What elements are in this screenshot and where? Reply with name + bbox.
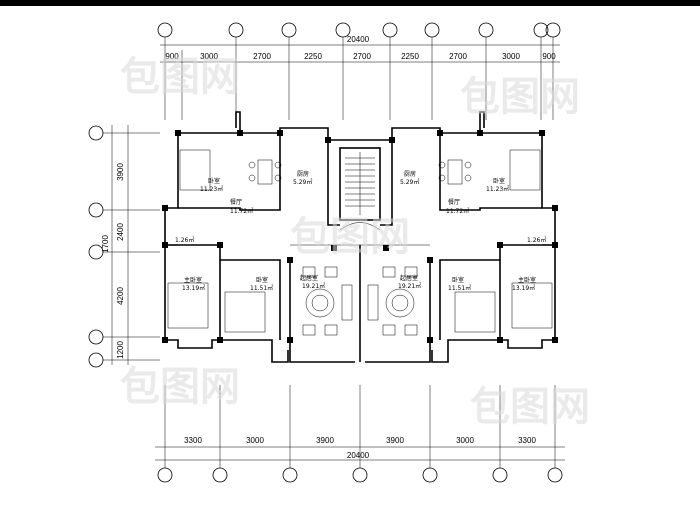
bottom-dim-3: 3900: [316, 436, 334, 445]
left-dim-1: 3900: [116, 163, 125, 181]
top-dim-8: 3000: [502, 52, 520, 61]
top-dim-1: 900: [165, 52, 179, 61]
kitchen-right-name: 厨房: [404, 170, 416, 178]
staircase: [339, 152, 381, 231]
structural-columns: [162, 130, 558, 343]
top-dim-4: 2250: [304, 52, 322, 61]
left-dimension-labels: 3900 2400 1700 4200 1200: [101, 163, 125, 359]
left-dimension-lines: [103, 125, 160, 365]
dining-left-area: 11.72㎡: [230, 207, 253, 215]
bottom-total-dimension: 20400: [347, 451, 370, 460]
master-left-area: 13.19㎡: [182, 284, 205, 292]
bottom-dim-5: 3000: [456, 436, 474, 445]
bedroom-mid-left-name: 卧室: [256, 276, 268, 284]
watermark-text: 包图网: [120, 364, 240, 410]
top-dim-9: 900: [542, 52, 556, 61]
kitchen-left-name: 厨房: [297, 170, 309, 178]
top-dim-7: 2700: [449, 52, 467, 61]
bottom-dim-2: 3000: [246, 436, 264, 445]
watermark-text: 包图网: [470, 384, 590, 430]
top-total-dimension: 20400: [347, 35, 370, 44]
top-dim-2: 3000: [200, 52, 218, 61]
top-dim-5: 2700: [353, 52, 371, 61]
left-dim-3: 1700: [101, 235, 110, 253]
bedroom-top-right-name: 卧室: [493, 177, 505, 185]
left-dim-4: 4200: [116, 287, 125, 305]
watermark-text: 包图网: [120, 54, 240, 100]
bottom-dim-1: 3300: [184, 436, 202, 445]
bedroom-mid-right-area: 11.51㎡: [448, 284, 471, 292]
kitchen-left-area: 5.29㎡: [293, 178, 312, 186]
bottom-dimension-lines: [155, 385, 565, 468]
furniture-beds: [167, 149, 553, 333]
dining-right-name: 餐厅: [448, 198, 460, 206]
bedroom-top-right-area: 11.23㎡: [486, 185, 509, 193]
watermark-group: 包图网 包图网 包图网 包图网 包图网: [120, 54, 590, 430]
kitchen-right-area: 5.29㎡: [400, 178, 419, 186]
living-left-area: 19.21㎡: [302, 282, 325, 290]
living-right-area: 19.21㎡: [398, 282, 421, 290]
top-border-bar: [0, 0, 700, 6]
master-left-name: 主卧室: [184, 276, 202, 284]
bedroom-mid-left-area: 11.51㎡: [250, 284, 273, 292]
bedroom-mid-right-name: 卧室: [452, 276, 464, 284]
bedroom-top-left-area: 11.23㎡: [200, 185, 223, 193]
top-dimension-labels: 900 3000 2700 2250 2700 2250 2700 3000 9…: [165, 52, 556, 61]
bedroom-top-left-name: 卧室: [208, 177, 220, 185]
bottom-dimension-labels: 3300 3000 3900 3900 3000 3300: [184, 436, 536, 445]
left-dim-5: 1200: [116, 341, 125, 359]
master-right-area: 13.19㎡: [512, 284, 535, 292]
bath-left-area: 1.26㎡: [175, 236, 194, 244]
top-dim-6: 2250: [401, 52, 419, 61]
watermark-text: 包图网: [460, 74, 580, 120]
floor-plan-drawing: 20400 900 3000 2700 2250 2700 2250 2700 …: [88, 22, 590, 483]
room-labels: 卧室 11.23㎡ 餐厅 11.72㎡ 厨房 5.29㎡ 厨房 5.29㎡ 餐厅…: [175, 170, 546, 292]
bottom-dim-6: 3300: [518, 436, 536, 445]
living-left-name: 起居室: [300, 274, 318, 282]
top-dimension-lines: [160, 37, 560, 120]
furniture-dining: [248, 159, 472, 185]
top-dim-3: 2700: [253, 52, 271, 61]
bath-right-area: 1.26㎡: [527, 236, 546, 244]
dining-right-area: 11.72㎡: [446, 207, 469, 215]
dining-left-name: 餐厅: [230, 198, 242, 206]
bottom-axis-bubbles: [157, 467, 563, 483]
watermark-text: 包图网: [290, 214, 410, 260]
master-right-name: 主卧室: [518, 276, 536, 284]
bottom-dim-4: 3900: [386, 436, 404, 445]
living-room-rugs: [302, 266, 418, 336]
left-dim-2: 2400: [116, 223, 125, 241]
living-right-name: 起居室: [400, 274, 418, 282]
